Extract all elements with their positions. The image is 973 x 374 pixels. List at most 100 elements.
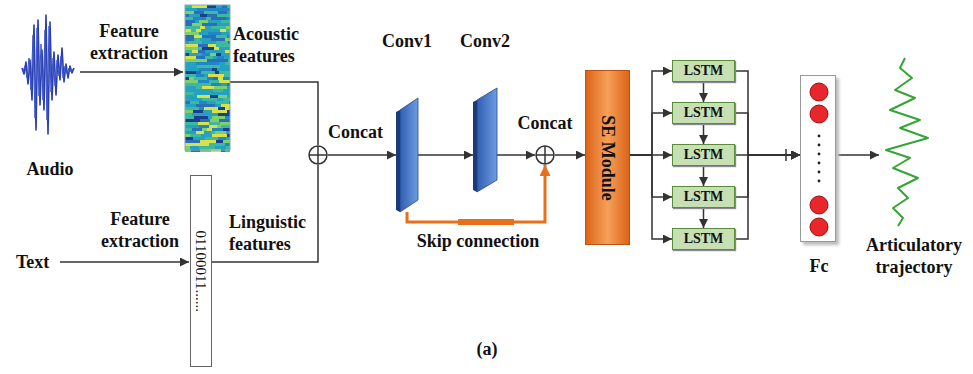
spectrogram-cell [190,134,201,137]
arrow [80,71,183,73]
spectrogram-cell [198,92,207,95]
spectrogram-cell [207,14,217,17]
spectrogram-cell [225,50,230,53]
spectrogram-cell [189,41,202,44]
spectrogram-cell [202,89,213,92]
spectrogram-cell [185,107,199,110]
spectrogram-cell [209,80,219,83]
spectrogram-cell [185,41,189,44]
process-label: Feature extraction [85,20,173,64]
spectrogram-cell [202,35,216,38]
spectrogram-cell [185,38,194,41]
spectrogram-cell [185,113,192,116]
shape [801,76,837,243]
connector [630,155,672,197]
spectrogram-cell [209,122,220,125]
spectrogram-cell [196,62,209,65]
spectrogram-cell [216,35,227,38]
spectrogram-cell [196,86,202,89]
spectrogram-cell [185,17,193,20]
fc-layer: Fc [800,75,836,242]
spectrogram-cell [218,95,227,98]
spectrogram-cell [216,44,222,47]
spectrogram-cell [218,77,223,80]
spectrogram-cell [200,119,210,122]
spectrogram-cell [223,140,230,143]
process-label: Feature extraction [96,208,184,252]
audio-waveform [23,26,73,120]
connector [418,154,473,156]
connector [735,155,800,239]
concat-circle [536,146,554,164]
plus-sign [544,146,546,164]
lstm-cell: LSTM [672,144,735,166]
spectrogram-cell [185,80,198,83]
connector [630,155,672,239]
cell-label: LSTM [684,189,724,204]
spectrogram-cell [211,26,226,29]
spectrogram-cell [201,29,210,32]
ellipsis-dot [818,153,821,156]
spectrogram-cell [198,50,205,53]
spectrogram-cell [210,119,219,122]
spectrogram-cell [185,137,193,140]
spectrogram-cell [194,38,200,41]
spectrogram-cell [217,98,223,101]
cell-label: LSTM [684,147,724,162]
spectrogram-cell [225,116,230,119]
connector [230,82,318,145]
spectrogram-cell [216,101,229,104]
spectrogram-cell [196,29,201,32]
neuron [810,105,828,123]
se-module: SE Module [585,70,630,245]
spectrogram-cell [210,29,216,32]
spectrogram-cell [185,83,197,86]
arrow [838,154,879,156]
spectrogram-cell [212,116,225,119]
spectrogram-cell [194,11,204,14]
spectrogram-cell [219,47,230,50]
spectrogram-cell [217,56,224,59]
spectrogram-cell [205,137,218,140]
spectrogram-cell [200,140,210,143]
spectrogram-cell [220,65,226,68]
spectrogram-cell [185,20,195,23]
spectrogram-cell [221,125,230,128]
spectrogram-cell [217,68,230,71]
connector [703,166,705,186]
spectrogram-cell [185,134,190,137]
spectrogram-cell [193,17,206,20]
shape [185,5,230,150]
cell-label: LSTM [684,105,724,120]
spectrogram-cell [211,65,215,68]
spectrogram-cell [224,74,230,77]
spectrogram-cell [204,74,208,77]
connector [212,165,318,262]
connector [703,82,705,102]
spectrogram-ground [185,5,230,150]
spectrogram-cell [210,95,218,98]
spectrogram-cell [185,86,196,89]
spectrogram-cell [185,32,199,35]
spectrogram-cell [216,41,223,44]
spectrogram-cell [223,41,228,44]
spectrogram-cell [225,143,230,146]
spectrogram-cell [185,116,194,119]
layer-label: Conv1 [382,30,432,52]
subfigure-label: (a) [470,338,504,360]
ellipsis-dot [818,162,821,165]
spectrogram-cell [210,140,216,143]
spectrogram-cell [185,74,196,77]
spectrogram-cell [185,128,192,131]
spectrogram-cell [214,86,227,89]
spectrogram-cell [193,98,202,101]
spectrogram-cell [194,77,207,80]
spectrogram-cell [208,20,221,23]
concat-node: Concat [308,145,328,165]
ellipsis-dot [818,171,821,174]
audio-waveform [22,15,74,134]
spectrogram-cell [226,146,230,149]
spectrogram-cell [197,8,212,11]
spectrogram-cell [219,71,230,74]
spectrogram-cell [204,107,218,110]
